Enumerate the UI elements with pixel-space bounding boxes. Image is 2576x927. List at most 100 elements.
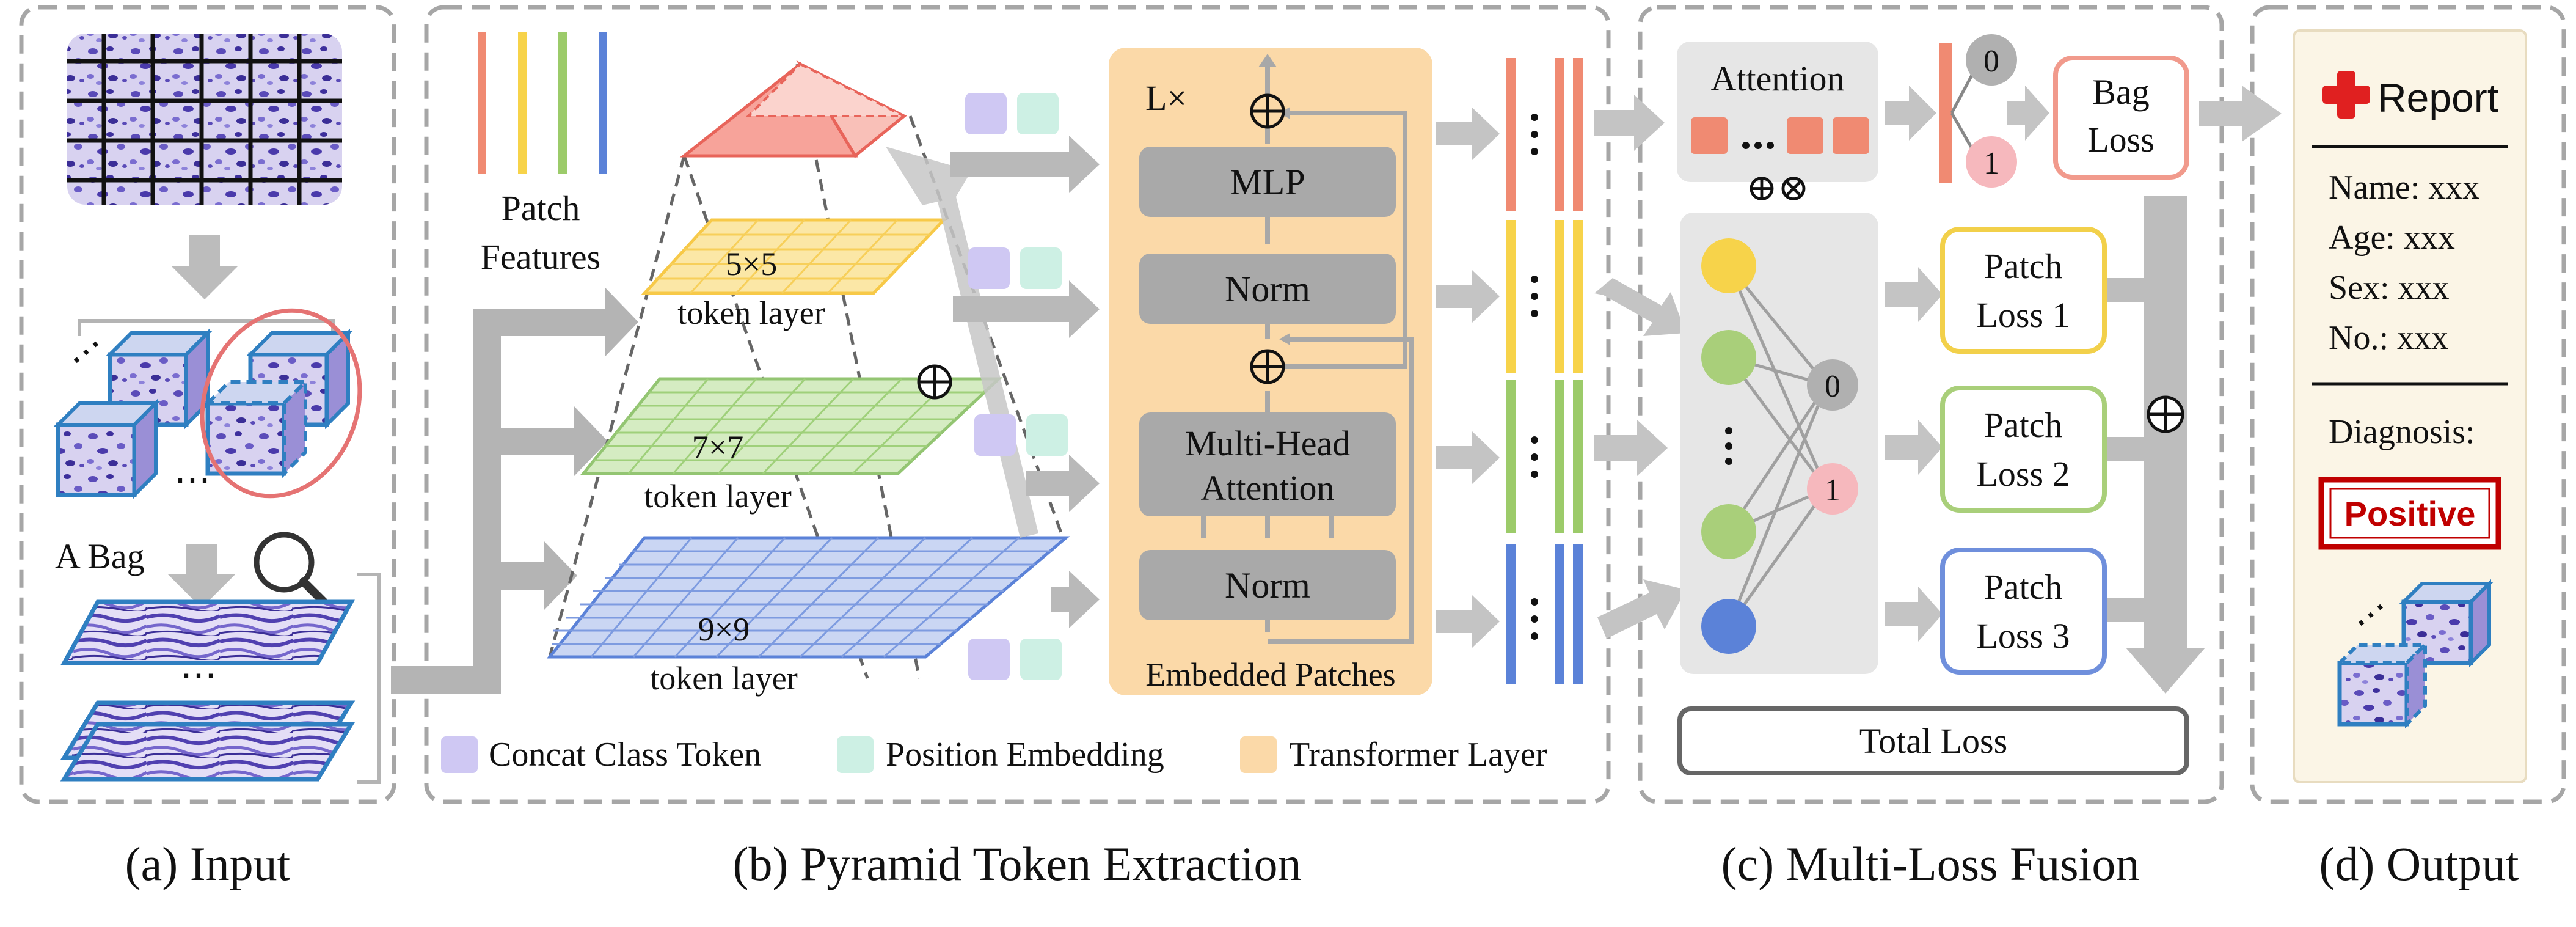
total-loss-label: Total Loss <box>1859 721 2007 761</box>
caption-input: (a) Input <box>125 837 291 890</box>
slice-ellipsis: ⋯ <box>180 655 217 695</box>
pyramid-sum-icon <box>917 364 952 400</box>
classifier-to-loss-arrows <box>1885 267 1943 642</box>
report-field-sex: Sex: xxx <box>2329 269 2450 307</box>
patch-features-label-2: Features <box>481 237 601 277</box>
bag-loss-label-2: Loss <box>2087 120 2155 159</box>
loss-aggregation-arrows <box>2107 196 2205 694</box>
patch-loss-1-box <box>1940 227 2107 354</box>
transformer-residual-sum-top <box>1250 93 1285 129</box>
caption-output: (d) Output <box>2319 837 2519 890</box>
attention-weights <box>1691 117 1869 154</box>
report-field-name: Name: xxx <box>2329 169 2479 207</box>
layer-9x9-grid-label: 9×9 <box>698 611 750 648</box>
patch-loss-1-label-1: Patch <box>1984 246 2063 286</box>
panel-fusion-frame <box>1638 5 2224 804</box>
panel-input-frame <box>19 5 396 804</box>
fusion-to-output-arrow <box>2199 101 2242 126</box>
input-down-arrow-1 <box>171 235 238 299</box>
token-stack-9x9 <box>1506 544 1583 684</box>
loss-sum-icon <box>2147 395 2184 433</box>
legend-swatch-transformer-layer <box>1240 736 1277 773</box>
token-stack-5x5 <box>1506 220 1583 373</box>
classifier-input-node-1 <box>1701 238 1756 293</box>
input-down-arrow-2 <box>168 544 235 608</box>
panel-pyramid-frame <box>424 5 1611 804</box>
transformer-input-label: Embedded Patches <box>1145 656 1395 693</box>
legend-swatch-position-embedding <box>837 736 874 773</box>
legend-label-transformer-layer: Transformer Layer <box>1289 736 1547 774</box>
whole-slide-image <box>67 34 342 205</box>
legend-label-class-token: Concat Class Token <box>489 736 761 774</box>
diagnosis-badge <box>2318 477 2501 550</box>
attention-output-arrowhead <box>1909 86 1936 141</box>
token-stack-class <box>1506 58 1583 211</box>
layer-5x5-grid-label: 5×5 <box>726 246 777 282</box>
transformer-mlp-label: MLP <box>1230 162 1305 202</box>
patch-loss-2-label-2: Loss 2 <box>1976 454 2070 494</box>
patch-loss-2-box <box>1940 386 2107 513</box>
fusion-to-output-arrowhead <box>2242 86 2282 142</box>
transformer-norm-bottom-label: Norm <box>1225 565 1310 606</box>
bag-ellipsis-middle: ⋯ <box>174 460 211 500</box>
classifier-node-ellipsis <box>1725 427 1732 465</box>
transformer-repeat-label: L× <box>1145 78 1187 118</box>
patch-loss-3-box <box>1940 548 2107 675</box>
patch-cubes-left <box>53 328 213 500</box>
patch-loss-3-label-2: Loss 3 <box>1976 616 2070 656</box>
bag-head-arrow <box>2007 101 2025 125</box>
total-loss-box <box>1677 706 2189 775</box>
bag-head-arrowhead <box>2025 86 2049 141</box>
classifier-output-label-1: 1 <box>1825 473 1841 508</box>
token-stack-7x7 <box>1506 380 1583 533</box>
token-layer-7x7 <box>580 377 1003 475</box>
pyramid-apex <box>679 60 907 158</box>
report-field-age: Age: xxx <box>2329 219 2455 257</box>
layer-7x7-token-label: token layer <box>644 478 791 515</box>
caption-pyramid: (b) Pyramid Token Extraction <box>732 837 1301 890</box>
patch-loss-2-label-1: Patch <box>1984 405 2063 445</box>
patch-cubes-highlighted <box>203 328 353 478</box>
legend-label-position-embedding: Position Embedding <box>886 736 1164 774</box>
bag-ellipsis-top: ⋯ <box>59 324 112 379</box>
panel-output-frame <box>2250 5 2566 804</box>
layer-5x5-token-label: token layer <box>677 295 825 331</box>
attention-output-arrow <box>1885 101 1909 125</box>
classifier-output-node-1 <box>1807 463 1858 515</box>
bag-loss-box <box>2053 56 2189 180</box>
transformer-mlp-box <box>1139 147 1396 217</box>
slices-bracket <box>357 573 381 784</box>
transformer-residual-sum-middle <box>1250 349 1285 384</box>
bag-output-node-0 <box>1966 34 2017 86</box>
token-layer-9x9 <box>546 536 1070 659</box>
transformer-mha-label-1: Multi-Head <box>1185 423 1351 463</box>
classifier-output-label-0: 0 <box>1825 369 1841 404</box>
attention-label: Attention <box>1710 59 1844 98</box>
token-embedding-pairs <box>965 93 1068 680</box>
medical-cross-icon <box>2322 71 2370 119</box>
classifier-input-node-3 <box>1701 504 1756 559</box>
patch-loss-3-label-1: Patch <box>1984 567 2063 607</box>
tokens-to-fusion-arrows <box>1594 95 1686 639</box>
legend-swatch-class-token <box>441 736 478 773</box>
layer-7x7-grid-label: 7×7 <box>692 429 743 466</box>
report-field-number: No.: xxx <box>2329 319 2448 357</box>
magnifier-icon <box>254 532 328 606</box>
transformer-mha-box <box>1139 412 1396 516</box>
layer-9x9-token-label: token layer <box>650 660 797 697</box>
diagnosis-badge-inner <box>2329 488 2490 539</box>
bag-loss-label-1: Bag <box>2092 72 2149 112</box>
report-diagnosis-label: Diagnosis: <box>2329 413 2475 451</box>
caption-fusion: (c) Multi-Loss Fusion <box>1721 837 2140 890</box>
diagnosis-value: Positive <box>2344 494 2476 533</box>
classifier-input-node-2 <box>1701 330 1756 385</box>
transformer-norm-top-box <box>1139 254 1396 324</box>
classifier-output-node-0 <box>1807 359 1858 411</box>
bag-output-label-1: 1 <box>1983 146 1999 181</box>
output-patch-cubes <box>2335 579 2494 729</box>
patch-loss-1-label-2: Loss 1 <box>1976 295 2070 335</box>
token-layer-5x5 <box>641 218 947 295</box>
feature-slices: ⋯ <box>60 599 356 782</box>
transformer-output-arrows <box>1436 108 1500 648</box>
